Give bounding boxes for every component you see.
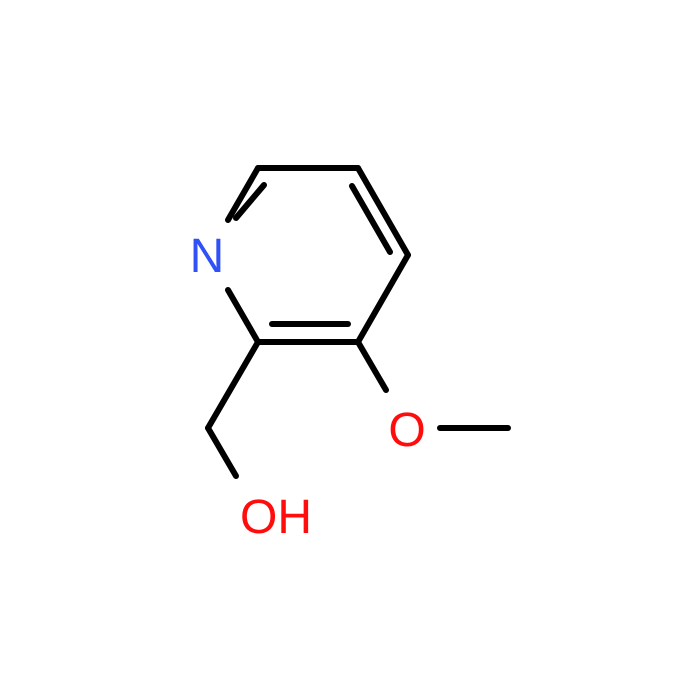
bond-c2-ch2 [205, 339, 261, 431]
methoxy-oxygen-label: O [388, 404, 425, 457]
bond-n-c6 [225, 165, 261, 223]
bond-c5-c4 [355, 165, 411, 258]
bond-ch2-oh [205, 425, 239, 479]
double-bond-c5-c4 [349, 183, 393, 255]
bonds [205, 165, 511, 479]
double-bond-n-c6 [233, 182, 267, 221]
hydroxyl-label: OH [240, 491, 312, 544]
bond-c4-c3 [355, 252, 411, 345]
bond-c3-o [355, 339, 389, 393]
bond-c2-n [225, 287, 261, 345]
nitrogen-label: N [190, 230, 225, 283]
